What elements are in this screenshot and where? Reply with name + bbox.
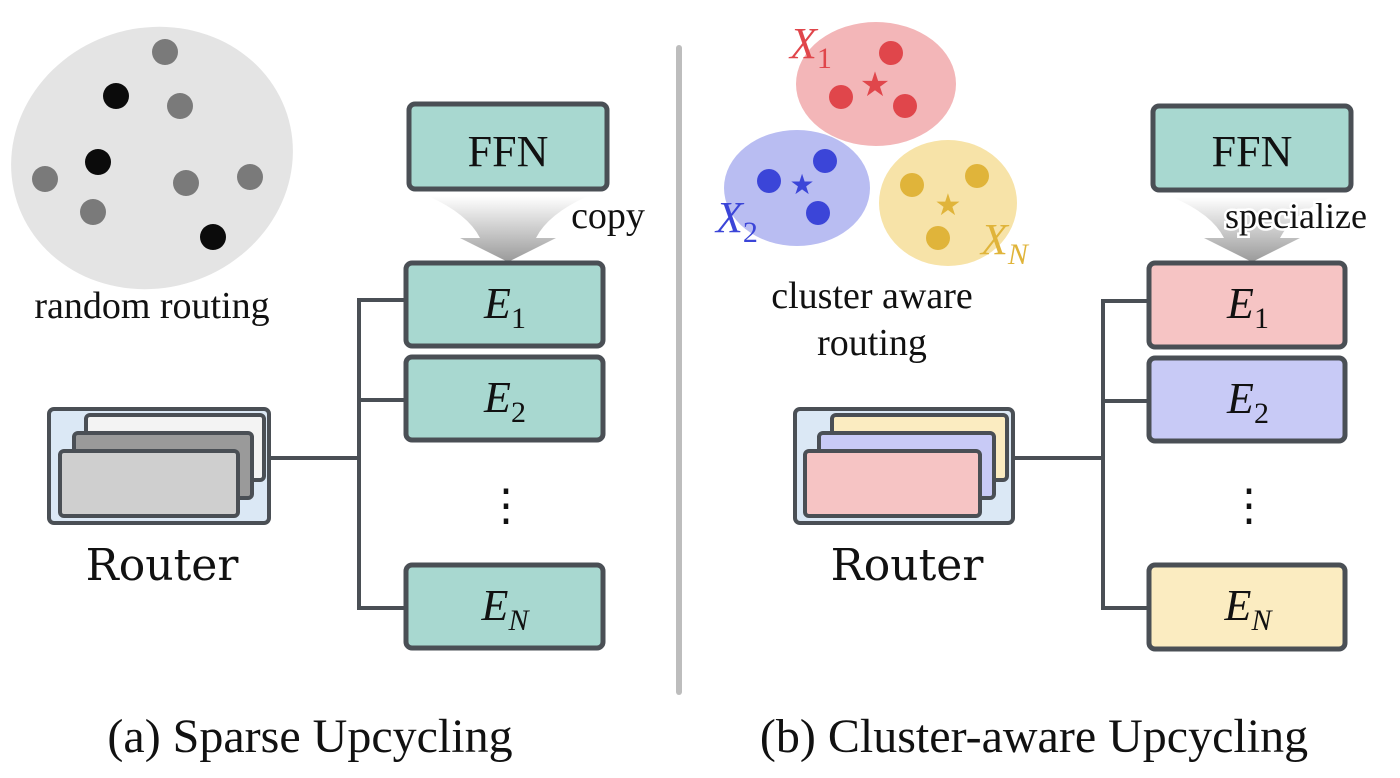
router-connectors (1015, 299, 1149, 610)
expert-n-label: EN (1224, 581, 1274, 637)
random-token-cloud (11, 26, 293, 290)
token-dot (813, 149, 837, 173)
centroid-star-icon: ★ (789, 168, 814, 201)
token-dot (900, 173, 924, 197)
panel-a: random routing FFN copy E1 E2 ⋮ EN Route… (11, 26, 645, 763)
panel-b: ★ X1 ★ X2 ★ XN cluster aware routing FFN… (714, 19, 1369, 763)
token-dot (173, 170, 199, 196)
router-label: Router (86, 540, 240, 591)
random-token-dots (32, 39, 263, 250)
centroid-star-icon: ★ (860, 65, 890, 105)
cluster-routing-label-line2: routing (817, 322, 927, 364)
token-dot (32, 166, 58, 192)
token-dot (806, 201, 830, 225)
copy-label: copy (571, 195, 645, 237)
cluster-x1-label: X1 (788, 19, 832, 75)
expert-ellipsis: ⋮ (1227, 481, 1271, 530)
cluster-xn-label: XN (979, 215, 1030, 271)
ffn-label: FFN (1212, 127, 1293, 176)
token-dot (200, 224, 226, 250)
cluster-routing-label-line1: cluster aware (771, 275, 973, 317)
specialize-label: specialize (1225, 196, 1367, 236)
centroid-star-icon: ★ (935, 188, 962, 223)
ffn-box (406, 101, 610, 192)
expert-1-label: E1 (483, 279, 526, 335)
router-layer (803, 449, 982, 518)
token-dot (757, 169, 781, 193)
cluster-x1-blob (796, 22, 956, 146)
cluster-x2-label: X2 (714, 193, 758, 249)
specialize-arrow (1172, 197, 1332, 262)
expert-2-label: E2 (483, 373, 526, 429)
router-connectors (271, 298, 406, 610)
token-dot (103, 83, 129, 109)
token-dot (893, 94, 917, 118)
token-dot (167, 93, 193, 119)
ffn-label: FFN (468, 127, 549, 176)
expert-2-label: E2 (1226, 374, 1269, 430)
token-dot (237, 164, 263, 190)
expert-1-box (403, 260, 606, 349)
expert-n-label: EN (481, 581, 531, 637)
ffn-box (1150, 103, 1354, 193)
token-dot (829, 85, 853, 109)
copy-arrow (428, 196, 588, 262)
token-dot (965, 164, 989, 188)
token-dot (926, 226, 950, 250)
random-routing-label: random routing (34, 285, 269, 327)
token-dot (152, 39, 178, 65)
token-dot (85, 149, 111, 175)
expert-ellipsis: ⋮ (484, 481, 528, 530)
router-label: Router (831, 540, 985, 591)
token-dot (879, 41, 903, 65)
expert-1-label: E1 (1226, 279, 1269, 335)
router-layer (58, 449, 240, 518)
caption-b: (b) Cluster-aware Upcycling (760, 710, 1308, 763)
caption-a: (a) Sparse Upcycling (107, 710, 512, 763)
expert-1-box (1146, 260, 1348, 350)
token-dot (80, 199, 106, 225)
